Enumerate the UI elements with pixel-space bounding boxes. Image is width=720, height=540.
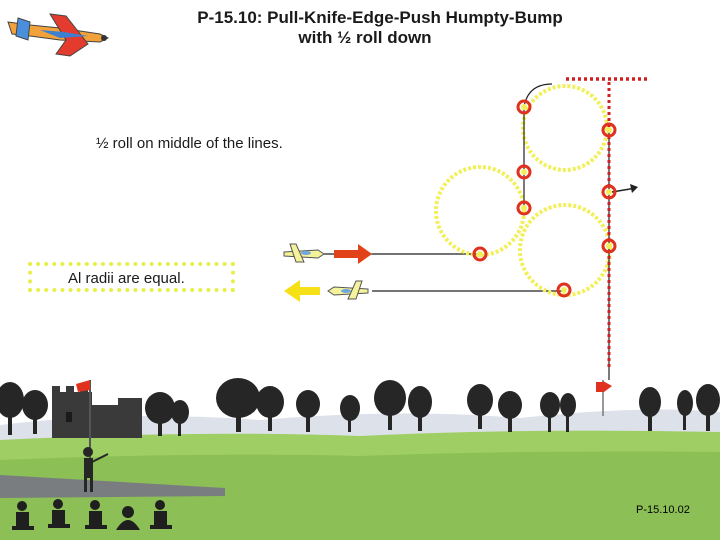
tree-icon bbox=[22, 390, 48, 434]
arrow-left-icon bbox=[284, 280, 320, 302]
radii-note-text: Al radii are equal. bbox=[68, 270, 185, 287]
judge-icon bbox=[12, 501, 34, 530]
roll-markers bbox=[472, 99, 617, 298]
tree-row bbox=[0, 378, 720, 436]
airplane-icon bbox=[327, 280, 369, 300]
judge-icon bbox=[116, 506, 140, 530]
runway bbox=[0, 475, 225, 498]
marker bbox=[601, 238, 617, 254]
tree-icon bbox=[0, 382, 24, 435]
tree-icon bbox=[560, 393, 576, 432]
title-line-2: with ½ roll down bbox=[298, 28, 432, 47]
judge-panel bbox=[12, 499, 172, 530]
tree-icon bbox=[256, 386, 284, 431]
loop-middle bbox=[518, 203, 612, 297]
marker bbox=[516, 99, 532, 115]
judge-icon bbox=[48, 499, 70, 528]
title-line-1: P-15.10: Pull-Knife-Edge-Push Humpty-Bum… bbox=[197, 8, 563, 27]
maneuver-paths bbox=[324, 77, 648, 380]
tree-icon bbox=[696, 384, 720, 431]
tree-icon bbox=[145, 392, 175, 436]
judge-icon bbox=[83, 447, 109, 492]
judge-icon bbox=[150, 500, 172, 529]
marker bbox=[556, 282, 572, 298]
marker bbox=[516, 200, 532, 216]
flag-icon bbox=[596, 380, 612, 416]
roll-note: ½ roll on middle of the lines. bbox=[96, 135, 283, 152]
flag-icon bbox=[76, 380, 91, 458]
pull-arc bbox=[523, 83, 553, 108]
tree-icon bbox=[340, 395, 360, 432]
tree-icon bbox=[540, 392, 560, 432]
airplane-icon bbox=[283, 243, 325, 263]
judge-icon bbox=[85, 500, 107, 529]
landscape bbox=[0, 400, 720, 540]
loop-top bbox=[521, 84, 609, 172]
radii-note: Al radii are equal. bbox=[28, 262, 235, 292]
tree-icon bbox=[296, 390, 320, 432]
tree-icon bbox=[216, 378, 260, 432]
tree-icon bbox=[677, 390, 693, 430]
arrow-right-icon bbox=[334, 244, 372, 264]
page-title: P-15.10: Pull-Knife-Edge-Push Humpty-Bum… bbox=[0, 8, 720, 48]
marker bbox=[601, 122, 617, 138]
figure-id: P-15.10.02 bbox=[636, 504, 690, 516]
tree-icon bbox=[639, 387, 661, 431]
airplane-logo-icon bbox=[7, 13, 110, 57]
tree-icon bbox=[467, 384, 493, 429]
tree-icon bbox=[408, 386, 432, 431]
tree-icon bbox=[171, 400, 189, 436]
tree-icon bbox=[498, 391, 522, 432]
castle-icon bbox=[52, 386, 142, 438]
marker bbox=[601, 184, 617, 200]
marker bbox=[516, 164, 532, 180]
loop-small-left bbox=[434, 165, 526, 257]
marker bbox=[472, 246, 488, 262]
tree-icon bbox=[374, 380, 406, 430]
